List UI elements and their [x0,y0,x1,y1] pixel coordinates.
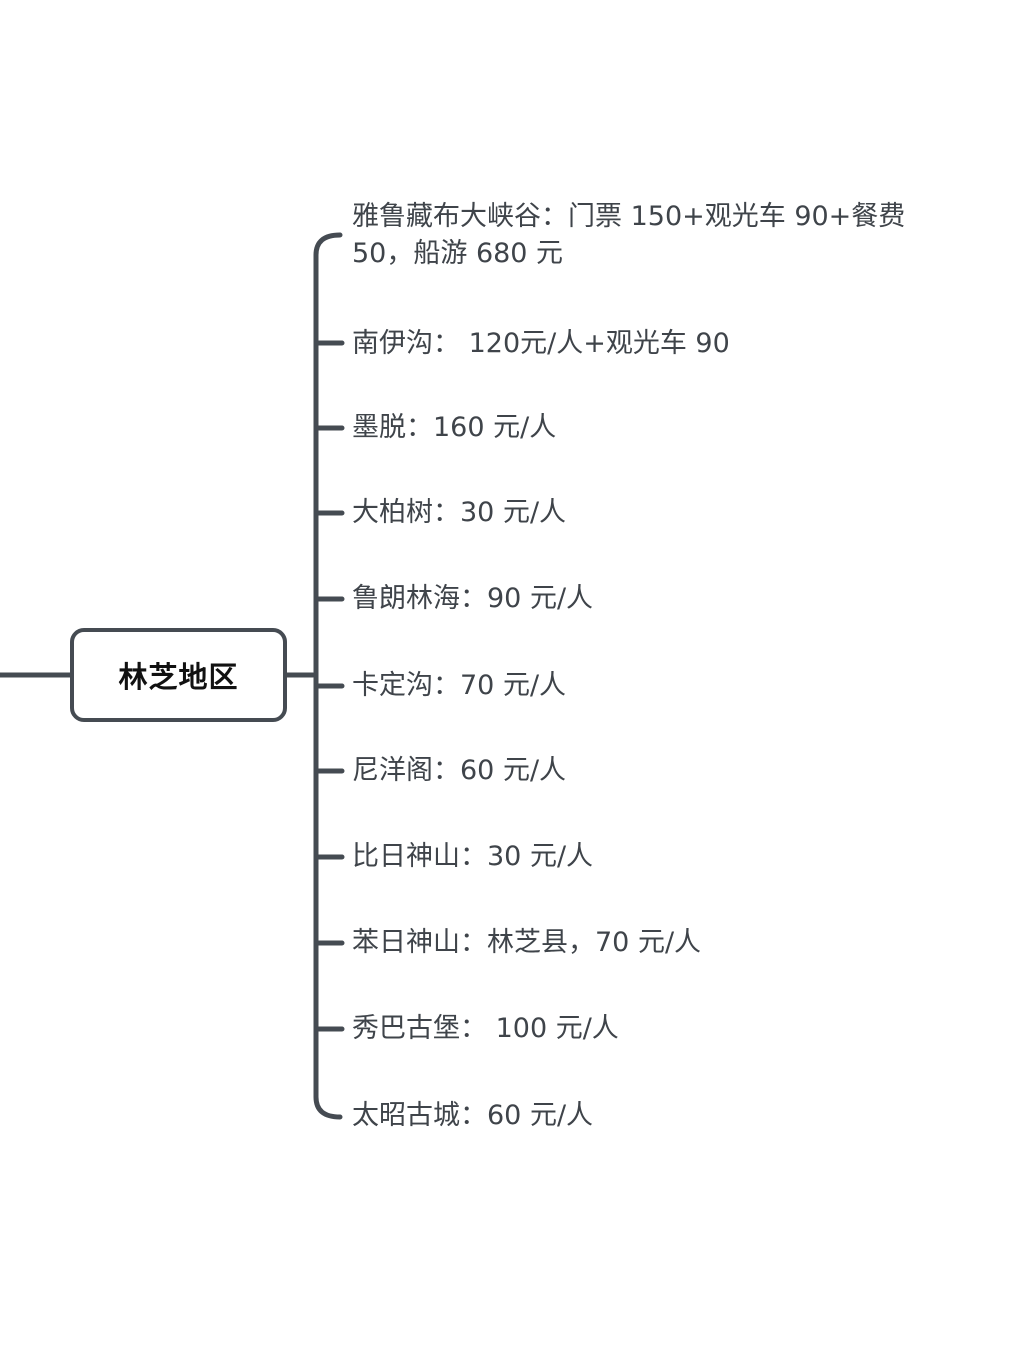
branch-node-benri-mountain[interactable]: 苯日神山：林芝县，70 元/人 [352,927,702,958]
root-node[interactable]: 林芝地区 [70,628,287,722]
branch-node-medog[interactable]: 墨脱：160 元/人 [352,412,557,443]
branch-node-niyang-pavilion[interactable]: 尼洋阁：60 元/人 [352,755,567,786]
branch-node-biri-mountain[interactable]: 比日神山：30 元/人 [352,841,594,872]
root-node-label: 林芝地区 [118,660,239,694]
branch-node-giant-cypress[interactable]: 大柏树：30 元/人 [352,497,567,528]
branch-node-taizhao-town[interactable]: 太昭古城：60 元/人 [352,1100,594,1131]
branch-trunk [313,232,343,1120]
branch-node-lulang-forest[interactable]: 鲁朗林海：90 元/人 [352,583,594,614]
branch-node-xiuba-castle[interactable]: 秀巴古堡： 100 元/人 [352,1013,619,1044]
branch-node-yarlung-tsangpo[interactable]: 雅鲁藏布大峡谷：门票 150+观光车 90+餐费 50，船游 680 元 [352,201,906,269]
branch-node-nanyi-valley[interactable]: 南伊沟： 120元/人+观光车 90 [352,328,730,359]
branch-node-kading-valley[interactable]: 卡定沟：70 元/人 [352,670,567,701]
